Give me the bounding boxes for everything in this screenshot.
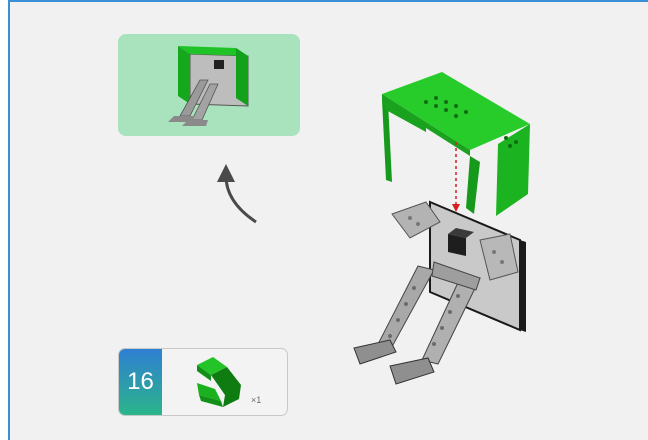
curved-arrow-up-left-icon — [206, 162, 266, 228]
instruction-canvas: 16 ×1 — [8, 0, 648, 440]
preview-robot-image — [118, 34, 300, 136]
robot-assembly-illustration — [330, 62, 550, 392]
assembled-preview-thumbnail — [118, 34, 300, 136]
step-number-badge: 16 — [119, 349, 162, 415]
step-card: 16 ×1 — [118, 348, 288, 416]
green-u-bracket-icon — [191, 355, 251, 411]
part-quantity: ×1 — [251, 395, 261, 405]
